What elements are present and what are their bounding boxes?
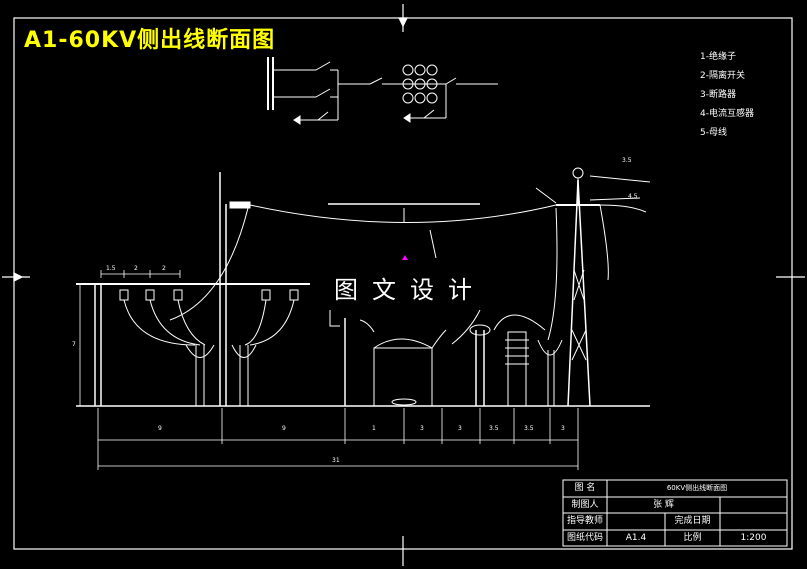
tb-label-date: 完成日期 [674,516,711,526]
legend-item-breaker: 3-断路器 [700,90,736,100]
dimension-labels: 1.5 2 2 7 9 9 1 3 3 3.5 3.5 3 31 3.5 4.5 [72,157,638,464]
tb-value-drawer: 张 辉 [653,500,674,510]
annot-b: 4.5 [628,193,638,200]
dim-top-1: 1.5 [106,265,116,272]
tb-value-scale: 1:200 [740,533,767,543]
dim-bottom-2: 9 [282,425,286,432]
tb-label-name: 图 名 [574,483,596,493]
drawing-title: A1-60KV侧出线断面图 [24,28,276,53]
legend-item-insulator: 1-绝缘子 [700,52,736,62]
frame-center-marks [2,4,805,566]
dimension-lines [79,270,579,470]
legend-item-disconnector: 2-隔离开关 [700,71,745,81]
dim-bottom-6: 3.5 [489,425,499,432]
tb-label-code: 图纸代码 [566,533,603,543]
tb-value-name: 60KV侧出线断面图 [666,484,728,492]
legend-item-busbar: 5-母线 [700,128,727,138]
dim-bottom-3: 1 [372,425,376,432]
tb-label-scale: 比例 [683,533,702,543]
dim-bottom-1: 9 [158,425,162,432]
dim-total: 31 [332,457,340,464]
dim-bottom-5: 3 [458,425,462,432]
dim-top-2: 2 [134,265,138,272]
watermark: 图文设计 [334,276,486,304]
dim-side: 7 [72,341,76,348]
dim-bottom-7: 3.5 [524,425,534,432]
dim-bottom-4: 3 [420,425,424,432]
pink-marker [402,255,408,260]
tb-label-advisor: 指导教师 [566,516,603,526]
dim-bottom-8: 3 [561,425,565,432]
single-line-diagram [267,57,498,125]
annot-a: 3.5 [622,157,632,164]
dim-top-3: 2 [162,265,166,272]
tb-label-drawer: 制图人 [571,500,599,510]
legend-item-ct: 4-电流互感器 [700,109,754,119]
title-block-grid [562,479,788,547]
section-elevation [76,167,651,407]
tb-value-code: A1.4 [625,533,647,543]
legend: 1-绝缘子 2-隔离开关 3-断路器 4-电流互感器 5-母线 [700,48,754,143]
